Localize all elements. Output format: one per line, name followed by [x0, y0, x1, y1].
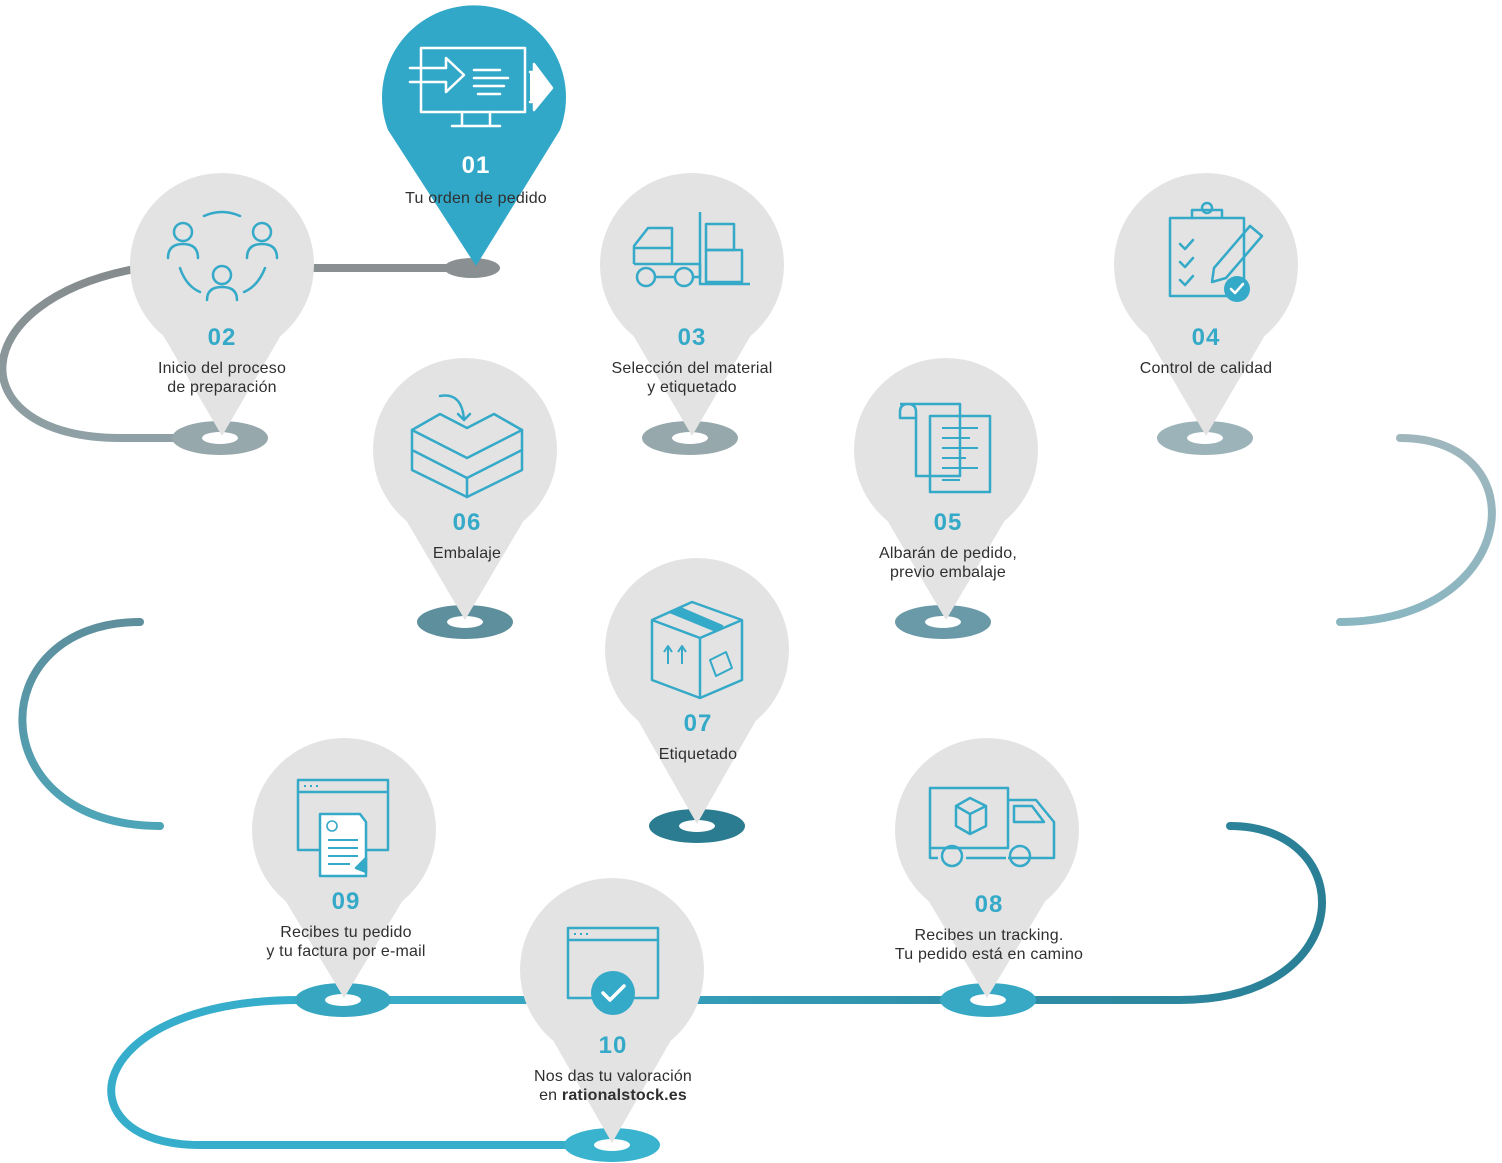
step-07-line-1: Etiquetado [658, 746, 738, 763]
step-01-line-1: Tu orden de pedido [405, 190, 547, 207]
clipboard-checklist-icon [1168, 201, 1264, 302]
step-06-line-1: Embalaje [432, 545, 502, 562]
invoice-email-icon [296, 778, 390, 878]
step-02-number: 02 [207, 324, 237, 351]
labeled-box-icon [650, 600, 744, 700]
step-09-label: Recibes tu pedido y tu factura por e-mai… [216, 923, 476, 961]
marker-07 [649, 809, 745, 843]
pin-10 [520, 878, 704, 1143]
step-04-line-1: Control de calidad [1139, 360, 1273, 377]
monitor-send-icon [408, 46, 554, 128]
pin-04 [1114, 173, 1298, 436]
step-01-number: 01 [461, 152, 491, 179]
step-08-label: Recibes un tracking. Tu pedido está en c… [859, 926, 1119, 964]
marker-10 [564, 1128, 660, 1162]
step-05-label: Albarán de pedido, previo embalaje [818, 544, 1078, 582]
step-03-number: 03 [677, 324, 707, 351]
step-05-line-1: Albarán de pedido, [879, 545, 1017, 562]
marker-04 [1157, 421, 1253, 455]
step-08-line-2: Tu pedido está en camino [894, 946, 1084, 963]
documents-icon [898, 402, 992, 494]
step-09-line-1: Recibes tu pedido [280, 924, 412, 941]
step-08-line-1: Recibes un tracking. [914, 927, 1064, 944]
step-02-label: Inicio del proceso de preparación [92, 359, 352, 397]
step-05-line-2: previo embalaje [890, 564, 1006, 581]
step-01-label: Tu orden de pedido [346, 189, 606, 208]
browser-check-icon [566, 926, 660, 1015]
website-name: rationalstock.es [561, 1087, 687, 1104]
step-07-label: Etiquetado [568, 745, 828, 764]
marker-02 [172, 421, 268, 455]
marker-08 [940, 983, 1036, 1017]
step-10-line-2: en rationalstock.es [483, 1086, 743, 1105]
step-02-line-1: Inicio del proceso [157, 360, 287, 377]
marker-03 [642, 421, 738, 455]
pin-08 [895, 738, 1079, 998]
step-10-line-1: Nos das tu valoración [533, 1068, 693, 1085]
step-06-label: Embalaje [337, 544, 597, 563]
team-people-icon [166, 210, 279, 302]
step-03-label: Selección del material y etiquetado [562, 359, 822, 397]
step-04-number: 04 [1191, 324, 1221, 351]
forklift-icon [632, 212, 750, 288]
step-05-number: 05 [933, 509, 963, 536]
step-10-number: 10 [598, 1032, 628, 1059]
step-10-line-2-prefix: en [539, 1087, 562, 1104]
step-08-number: 08 [974, 891, 1004, 918]
step-09-line-2: y tu factura por e-mail [266, 943, 426, 960]
delivery-truck-icon [928, 786, 1056, 868]
marker-09 [295, 983, 391, 1017]
step-04-label: Control de calidad [1076, 359, 1336, 378]
marker-01 [444, 258, 500, 278]
box-open-icon [410, 394, 524, 499]
step-03-line-1: Selección del material [611, 360, 773, 377]
marker-05 [895, 605, 991, 639]
marker-06 [417, 605, 513, 639]
step-02-line-2: de preparación [167, 379, 277, 396]
step-07-number: 07 [683, 710, 713, 737]
step-10-label: Nos das tu valoración en rationalstock.e… [483, 1067, 743, 1105]
pin-07 [605, 558, 789, 824]
pin-01 [382, 5, 566, 267]
path-markers [172, 258, 1253, 1162]
pin-06 [373, 358, 557, 620]
step-09-number: 09 [331, 888, 361, 915]
step-06-number: 06 [452, 509, 482, 536]
step-03-line-2: y etiquetado [647, 379, 737, 396]
